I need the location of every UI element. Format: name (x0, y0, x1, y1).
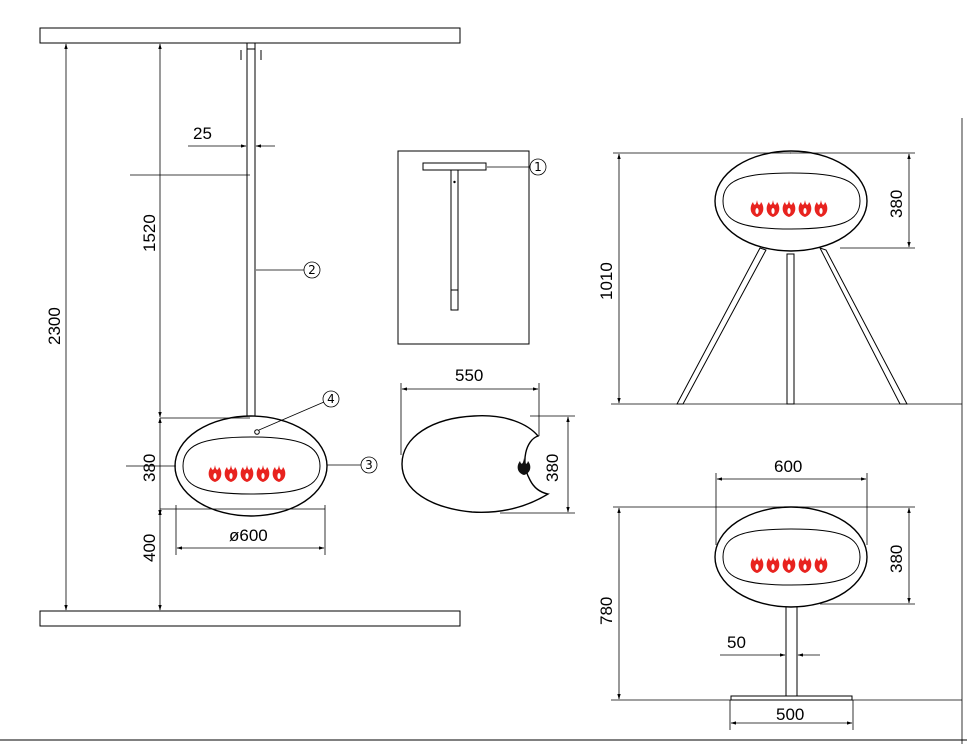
floor-slab (39, 610, 461, 627)
callout-4: 4 (327, 392, 335, 406)
pedestal-fireplace-body (714, 506, 868, 608)
detail-rod (450, 169, 459, 311)
dim-floor-clearance: 400 (140, 534, 159, 562)
dim-ceiling-height: 2300 (45, 307, 64, 345)
pedestal-view: 600 380 780 50 500 (597, 457, 962, 730)
dim-pedestal-stem: 50 (727, 633, 746, 652)
callout-circle-4 (322, 390, 340, 408)
callout-2: 2 (308, 263, 316, 277)
callout-circle-2 (303, 261, 321, 279)
side-view: 550 380 (400, 366, 575, 514)
tripod-leg-left (676, 247, 767, 405)
ceiling-mount (246, 42, 256, 50)
suspension-rod (246, 42, 256, 419)
dim-side-height: 380 (543, 454, 562, 482)
side-body (401, 415, 550, 513)
callout-circle-3 (360, 456, 378, 474)
dim-diameter: ø600 (229, 526, 268, 545)
pedestal-base (730, 695, 853, 701)
tripod-leg-right (818, 247, 908, 405)
dim-rod-length: 1520 (140, 214, 159, 252)
suspended-fireplace-body (174, 415, 328, 517)
dim-tripod-body-height: 380 (887, 190, 906, 218)
dim-side-depth: 550 (455, 366, 483, 385)
pedestal-stem (785, 599, 798, 697)
ceiling-plate (422, 162, 487, 171)
dim-rod-width: 25 (193, 124, 212, 143)
control-knob (254, 429, 260, 435)
dim-tripod-total-height: 1010 (597, 262, 616, 300)
dim-pedestal-total-height: 780 (597, 597, 616, 625)
dim-suspended-height: 380 (140, 454, 159, 482)
dim-pedestal-base: 500 (776, 705, 804, 724)
callout-1: 1 (534, 160, 542, 174)
dim-pedestal-body-height: 380 (887, 545, 906, 573)
ceiling-slab (39, 27, 461, 44)
side-flame-icon (517, 458, 531, 475)
suspended-view: 2300 1520 25 380 400 ø600 2 4 (39, 27, 461, 627)
dim-pedestal-width: 600 (774, 457, 802, 476)
detail-frame (397, 150, 530, 345)
mount-detail-view: 1 (397, 150, 547, 345)
tripod-leg-center (786, 253, 795, 405)
tripod-view: 1010 380 (597, 118, 963, 744)
tripod-fireplace-body (714, 150, 868, 252)
callout-3: 3 (365, 458, 373, 472)
callout-circle-1 (529, 158, 547, 176)
